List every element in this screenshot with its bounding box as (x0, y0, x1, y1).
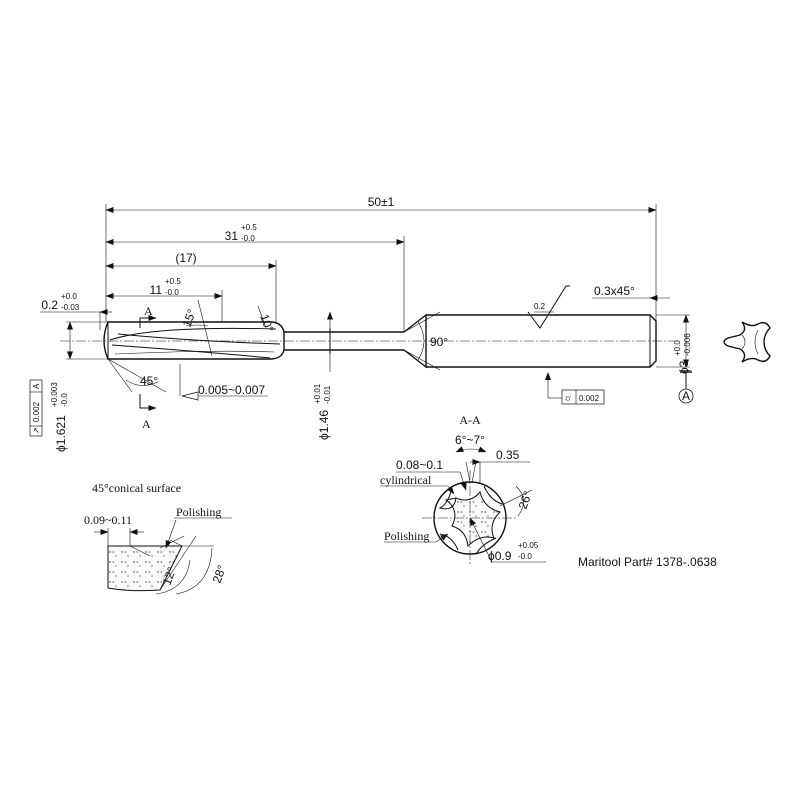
length-11-lower: -0.0 (165, 288, 179, 297)
helix-flute-3 (117, 333, 281, 345)
edge-02-lower: -0.03 (61, 303, 80, 312)
detail-angle-12: 12° (160, 565, 179, 587)
helix-flute-2 (111, 344, 271, 359)
detail-range-label: 0.09~0.11 (84, 513, 132, 527)
cylindrical-label: cylindrical (380, 473, 432, 487)
detail-polishing-label: Polishing (176, 505, 221, 519)
datum-label: A (682, 389, 690, 403)
diameter-dimensions: ϕ1.621 +0.003 -0.0 ϕ1.46 +0.01 -0.01 ϕ3 … (50, 311, 692, 452)
length-31-lower: -0.0 (241, 234, 255, 243)
dia-146-lower: -0.01 (323, 385, 332, 404)
tolerance-frame-left: ↗ 0.002 A (29, 379, 43, 437)
angle-90-label: 90° (430, 335, 448, 349)
dia-1621-lower: -0.0 (60, 393, 69, 407)
section-title: A-A (459, 413, 481, 427)
tool-main-view (60, 313, 680, 369)
tol-right-value: 0.002 (579, 394, 600, 403)
helix-angle-label: 15° (180, 307, 199, 329)
tol-left-value: 0.002 (32, 401, 41, 422)
top-dimensions: 50±1 31 +0.5 -0.0 (17) 11 +0.5 -0.0 0.2 … (40, 195, 670, 360)
dia-3-lower: -0.006 (683, 333, 692, 356)
angle-26-label: 26° (516, 489, 535, 511)
detail-view: 45°conical surface 0.09~0.11 Polishing 1… (84, 481, 232, 595)
helix-flute-4 (114, 350, 275, 355)
tol-right-symbol: ⌭ (565, 394, 571, 403)
length-31-label: 31 (225, 229, 239, 243)
angle-6-7-label: 6°~7° (455, 433, 485, 447)
length-11-upper: +0.5 (165, 277, 181, 286)
angle-10-label: 10° (257, 312, 276, 334)
core-dia-label: ϕ0.9 (488, 549, 512, 563)
conical-surface-label: 45°conical surface (92, 481, 181, 495)
dim-035-label: 0.35 (496, 448, 520, 462)
dia-146-upper: +0.01 (313, 383, 322, 404)
surface-finish-symbol: 0.2 (527, 285, 570, 329)
end-view-profile (723, 321, 771, 363)
section-arrow-top (139, 315, 157, 328)
tolerance-frame-right: ⌭ 0.002 (545, 372, 605, 405)
edge-02-label: 0.2 (41, 298, 58, 312)
detail-angle-28: 28° (210, 563, 229, 585)
angle-45-label: 45° (140, 374, 158, 388)
part-number-label: Maritool Part# 1378-.0638 (578, 555, 717, 569)
section-mark-bottom: A (142, 417, 151, 431)
edge-02-upper: +0.0 (61, 292, 77, 301)
end-view (723, 321, 771, 363)
ref-length-label: (17) (175, 251, 196, 265)
detail-section-shape (107, 545, 183, 592)
runout-label: 0.005~0.007 (198, 383, 265, 397)
helix-flute-1 (109, 327, 277, 341)
section-polishing-label: Polishing (384, 529, 429, 543)
flute-body (103, 321, 285, 360)
datum-marker: A (678, 371, 694, 404)
surface-finish-value: 0.2 (534, 302, 546, 311)
land-width-label: 0.08~0.1 (396, 458, 443, 472)
overall-length-label: 50±1 (368, 195, 395, 209)
core-dia-upper: +0.05 (518, 541, 539, 550)
dia-1621-upper: +0.003 (50, 382, 59, 407)
tol-left-datum: A (32, 383, 41, 389)
section-core (444, 490, 501, 548)
runout-tolerance: 0.005~0.007 (179, 364, 268, 401)
length-31-upper: +0.5 (241, 223, 257, 232)
angle-annotations: 15° 10° 45° 90° (107, 299, 448, 393)
section-arrow-bottom (139, 394, 157, 411)
core-dia-lower: -0.0 (518, 552, 532, 561)
dia-3-label: ϕ3 (677, 360, 691, 374)
dia-1621-label: ϕ1.621 (54, 415, 68, 452)
section-aa: A-A 6°~7° 0.08~0.1 0.35 cylindrical 26° (380, 413, 546, 566)
section-mark-top: A (144, 304, 153, 318)
length-11-label: 11 (150, 283, 163, 297)
section-marks: A A (139, 304, 157, 431)
tol-left-symbol: ↗ (32, 427, 41, 434)
chamfer-label: 0.3x45° (594, 284, 635, 298)
dia-146-label: ϕ1.46 (317, 410, 331, 440)
dia-3-upper: +0.0 (673, 340, 682, 356)
